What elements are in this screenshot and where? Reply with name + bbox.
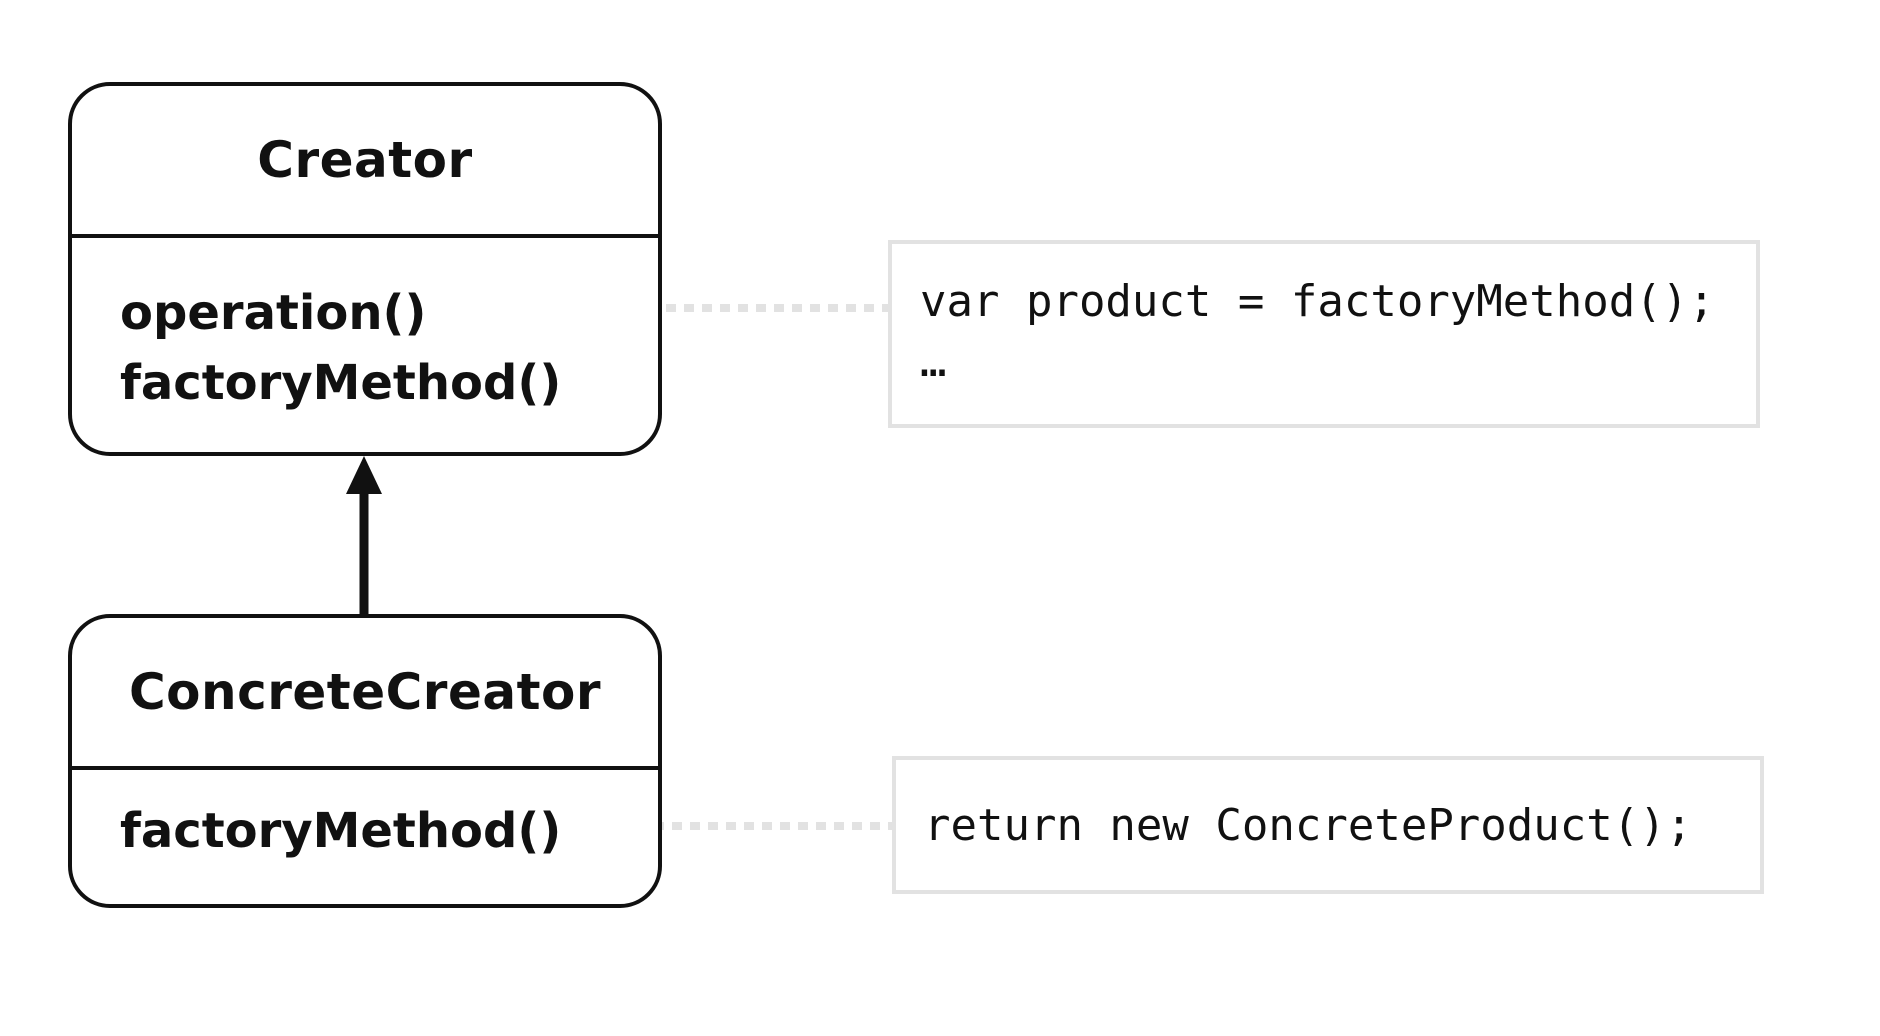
- code-line: …: [920, 336, 947, 387]
- method-factory-method: factoryMethod(): [120, 355, 562, 411]
- class-creator[interactable]: Creator operation() factoryMethod(): [68, 82, 662, 456]
- class-creator-methods: operation() factoryMethod(): [72, 238, 658, 418]
- inheritance-arrow-head: [346, 456, 382, 494]
- method-concrete-factory-method: factoryMethod(): [120, 803, 562, 859]
- class-concrete-creator-methods: factoryMethod(): [72, 770, 658, 866]
- code-line: return new ConcreteProduct();: [924, 799, 1693, 851]
- method-operation: operation(): [120, 285, 427, 341]
- class-concrete-creator-name: ConcreteCreator: [72, 618, 658, 770]
- note-factory-code: return new ConcreteProduct();: [892, 756, 1764, 894]
- class-concrete-creator[interactable]: ConcreteCreator factoryMethod(): [68, 614, 662, 908]
- class-creator-name: Creator: [72, 86, 658, 238]
- code-line: var product = factoryMethod();: [920, 276, 1715, 327]
- note-operation-code: var product = factoryMethod(); …: [888, 240, 1760, 428]
